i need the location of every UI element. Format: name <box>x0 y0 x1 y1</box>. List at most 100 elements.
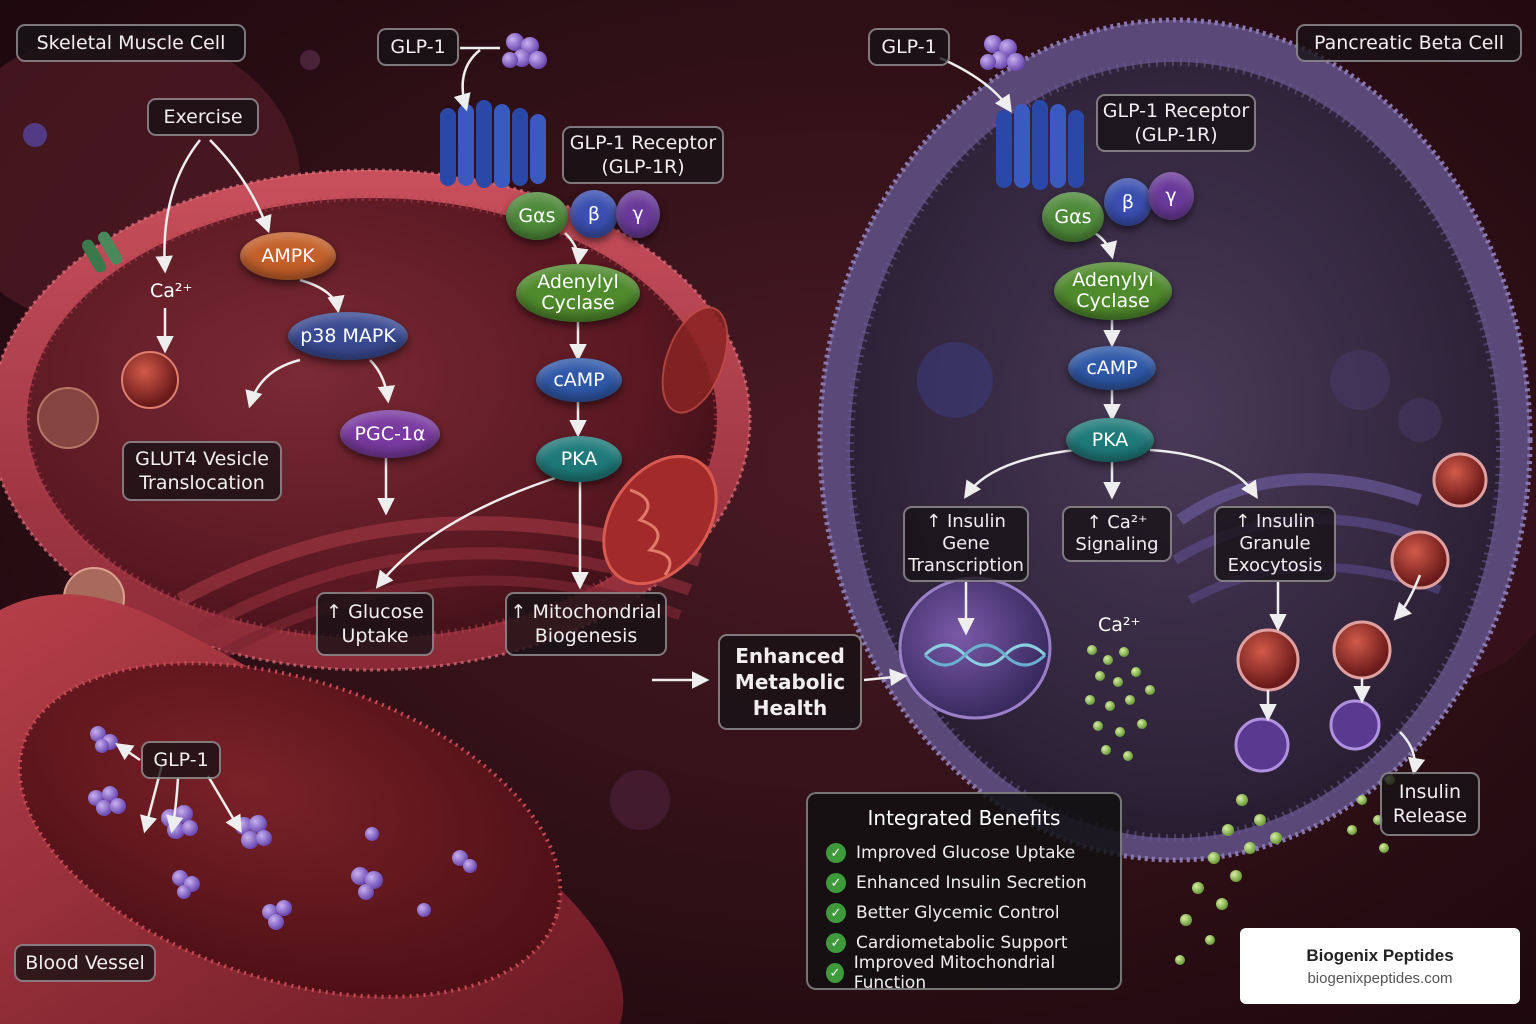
label-line: Exocytosis <box>1227 555 1323 576</box>
molecule-text: PGC-1α <box>354 422 426 445</box>
insulin-granule <box>1236 628 1300 692</box>
background-particle <box>300 50 320 70</box>
benefit-text: Improved Glucose Uptake <box>856 843 1076 863</box>
vesicle <box>1398 398 1442 442</box>
pgc1a-node: PGC-1α <box>340 410 440 458</box>
mitochondrion <box>661 306 729 414</box>
calcium-label-left: Ca²⁺ <box>150 280 193 302</box>
benefits-list: ✓Improved Glucose Uptake ✓Enhanced Insul… <box>826 838 1102 993</box>
label-line: ↑ Insulin <box>926 511 1006 532</box>
label-line: ↑ Mitochondrial <box>510 601 662 623</box>
glp1-label-left: GLP-1 <box>377 28 459 66</box>
background-particle <box>23 123 47 147</box>
insulin-particles <box>1175 775 1395 965</box>
label-line: ↑ Glucose <box>326 601 424 623</box>
list-item: ✓Enhanced Insulin Secretion <box>826 868 1102 898</box>
label-text: Skeletal Muscle Cell <box>36 32 226 54</box>
glp1-peptides-blood <box>88 726 477 930</box>
molecule-text: γ <box>632 202 644 225</box>
check-icon: ✓ <box>826 843 846 863</box>
camp-right: cAMP <box>1068 346 1156 390</box>
label-line: ↑ Insulin <box>1235 511 1315 532</box>
insulin-granule <box>1332 620 1392 680</box>
molecule-text: cAMP <box>553 368 605 391</box>
label-text: GLP-1 <box>390 36 446 58</box>
glp1-label-blood: GLP-1 <box>141 741 221 779</box>
benefit-text: Improved Mitochondrial Function <box>853 953 1056 993</box>
insulin-granule-exocytosis-label: ↑ Insulin Granule Exocytosis <box>1214 506 1336 582</box>
molecule-text: β <box>587 202 601 225</box>
label-line: Gene <box>942 533 990 554</box>
glp1-peptide <box>502 33 547 69</box>
insulin-gene-transcription-label: ↑ Insulin Gene Transcription <box>903 506 1029 582</box>
insulin-granule <box>1432 452 1488 508</box>
glp1-label-right: GLP-1 <box>868 28 950 66</box>
label-line: Transcription <box>908 555 1024 576</box>
gamma-subunit-left: γ <box>616 190 660 238</box>
insulin-granule <box>1329 699 1381 751</box>
ampk-node: AMPK <box>240 232 336 280</box>
pka-right: PKA <box>1066 418 1154 462</box>
molecule-text: PKA <box>1091 428 1129 451</box>
brand-name: Biogenix Peptides <box>1306 945 1454 965</box>
molecule-text: cAMP <box>1086 356 1138 379</box>
label-line: Signaling <box>1075 534 1159 555</box>
list-item: ✓ Cardiometabolic Support <box>826 928 1102 958</box>
label-line: Biogenesis <box>534 625 638 647</box>
molecule-text: Gαs <box>1054 205 1092 228</box>
label-line: (GLP-1R) <box>601 156 685 178</box>
pancreatic-beta-cell-label: Pancreatic Beta Cell <box>1296 24 1522 62</box>
gas-protein-left: Gαs <box>506 192 568 240</box>
molecule-text: PKA <box>560 447 598 470</box>
calcium-particles <box>1085 645 1155 761</box>
benefit-text: Better Glycemic Control <box>856 903 1060 923</box>
enhanced-metabolic-health-label: Enhanced Metabolic Health <box>718 634 862 730</box>
brand-url[interactable]: biogenixpeptides.com <box>1307 969 1453 987</box>
glp1-receptor-label-right: GLP-1 Receptor (GLP-1R) <box>1096 94 1256 152</box>
label-text: Blood Vessel <box>25 952 145 974</box>
benefit-text: Enhanced Insulin Secretion <box>856 873 1087 893</box>
label-line: Release <box>1392 805 1468 827</box>
check-icon: ✓ <box>826 903 846 923</box>
gamma-subunit-right: γ <box>1148 172 1194 220</box>
molecule-text: γ <box>1165 184 1177 207</box>
glut4-translocation-label: GLUT4 Vesicle Translocation <box>122 441 282 501</box>
check-icon: ✓ <box>826 963 844 983</box>
beta-subunit-left: β <box>570 190 618 238</box>
label-line: ↑ Ca²⁺ <box>1086 512 1148 533</box>
benefit-text: Cardiometabolic Support <box>856 933 1068 953</box>
vesicle <box>37 387 99 449</box>
brand-badge: Biogenix Peptides biogenixpeptides.com <box>1240 928 1520 1004</box>
label-line: Translocation <box>139 472 265 494</box>
label-line: GLP-1 Receptor <box>1102 100 1250 122</box>
vesicle <box>121 351 179 409</box>
p38-mapk-node: p38 MAPK <box>288 312 408 360</box>
exercise-label: Exercise <box>147 98 259 136</box>
insulin-granule <box>1234 717 1290 773</box>
insulin-release-label: Insulin Release <box>1380 772 1480 836</box>
label-line: Metabolic <box>734 670 846 694</box>
glp1-receptor-left <box>440 100 546 188</box>
insulin-granule <box>1390 530 1450 590</box>
glp1-peptide <box>980 35 1025 71</box>
beta-subunit-right: β <box>1104 178 1152 226</box>
calcium-label-right: Ca²⁺ <box>1098 614 1141 636</box>
vesicle <box>1330 350 1390 410</box>
list-item: ✓ Improved Glucose Uptake <box>826 838 1102 868</box>
label-line: Enhanced <box>735 644 845 668</box>
label-line: Insulin <box>1398 781 1462 803</box>
label-text: Exercise <box>163 106 243 128</box>
list-item: ✓ Better Glycemic Control <box>826 898 1102 928</box>
label-line: Uptake <box>341 625 409 647</box>
mitochondrion <box>602 454 718 586</box>
molecule-text: Adenylyl <box>1072 269 1154 291</box>
label-line: GLUT4 Vesicle <box>135 448 269 470</box>
molecule-text: AMPK <box>261 244 315 267</box>
molecule-text: Cyclase <box>541 292 615 314</box>
pathway-arrows <box>115 46 1426 834</box>
skeletal-muscle-cell-label: Skeletal Muscle Cell <box>16 24 246 62</box>
check-icon: ✓ <box>826 933 846 953</box>
